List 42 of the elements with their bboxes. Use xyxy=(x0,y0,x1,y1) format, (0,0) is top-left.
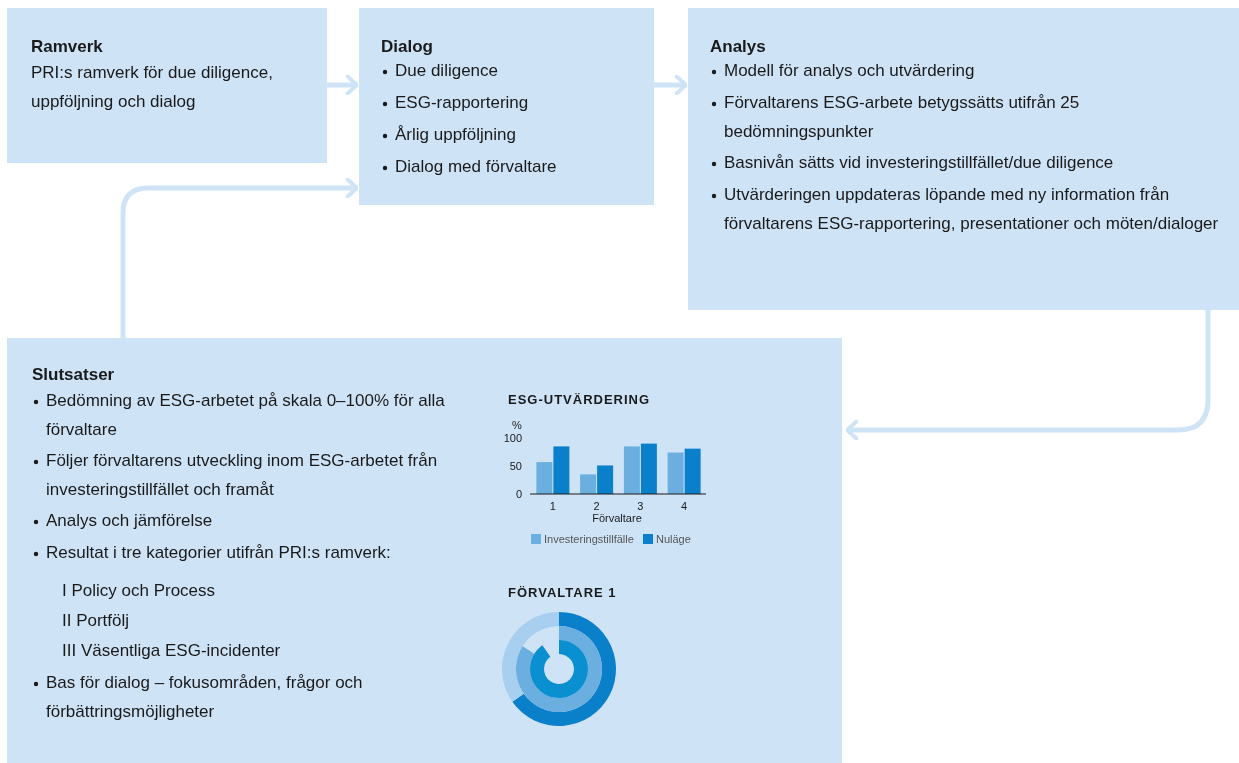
bullet-item: Följer förvaltarens utveckling inom ESG-arbetet från investeringstillfället och framåt xyxy=(46,450,439,501)
bullet-item: Förvaltarens ESG-arbete betygssätts utifrån 25 bedömningspunkter xyxy=(724,92,1081,143)
axis-label: % xyxy=(512,419,522,431)
bullet-item: Bedömning av ESG-arbetet på skala 0–100% för alla förvaltare xyxy=(46,390,446,441)
box-text: II Portfölj xyxy=(62,610,131,632)
tick-label: 0 xyxy=(515,488,522,500)
bullet-item: Resultat i tre kategorier utifrån PRI:s ramverk: xyxy=(46,542,392,564)
box-text: I Policy och Process xyxy=(62,580,217,602)
box-heading: Analys xyxy=(710,36,767,58)
bullet-item: Modell för analys och utvärdering xyxy=(724,60,976,82)
tick-label: 3 xyxy=(637,500,644,512)
process-box xyxy=(7,8,327,163)
legend-label: Nuläge xyxy=(656,533,691,545)
tick-label: 100 xyxy=(503,432,522,444)
bullet-item: Årlig uppföljning xyxy=(395,124,517,146)
arrow xyxy=(654,74,688,96)
box-text: III Väsentliga ESG-incidenter xyxy=(62,640,282,662)
process-box xyxy=(359,8,654,205)
bullet-item: Utvärderingen uppdateras löpande med ny information från förvaltarens ESG-rapportering, presentationer och möten/dialoger xyxy=(724,184,1220,235)
bullet-item: Dialog med förvaltare xyxy=(395,156,558,178)
axis-label: Förvaltare xyxy=(592,512,642,524)
box-heading: Slutsatser xyxy=(32,364,116,386)
tick-label: 50 xyxy=(509,460,522,472)
arrow xyxy=(327,74,359,96)
bullet-item: Bas för dialog – fokusområden, frågor och förbättringsmöjligheter xyxy=(46,672,364,723)
bullet-item: Basnivån sätts vid investeringstillfället/due diligence xyxy=(724,152,1115,174)
chart-title: ESG-UTVÄRDERING xyxy=(508,392,651,407)
tick-label: 1 xyxy=(549,500,556,512)
arrow xyxy=(845,310,1211,441)
process-box xyxy=(688,8,1239,310)
box-heading: Ramverk xyxy=(31,36,104,58)
process-box xyxy=(7,338,842,763)
box-text: PRI:s ramverk för due diligence, uppföljning och dialog xyxy=(31,62,274,113)
tick-label: 2 xyxy=(593,500,600,512)
box-heading: Dialog xyxy=(381,36,434,58)
bullet-item: ESG-rapportering xyxy=(395,92,530,114)
arrow xyxy=(120,177,359,338)
bullet-item: Due diligence xyxy=(395,60,499,82)
bullet-item: Analys och jämförelse xyxy=(46,510,214,532)
chart-title: FÖRVALTARE 1 xyxy=(508,584,617,602)
legend-label: Investeringstillfälle xyxy=(544,533,634,545)
tick-label: 4 xyxy=(681,500,688,512)
